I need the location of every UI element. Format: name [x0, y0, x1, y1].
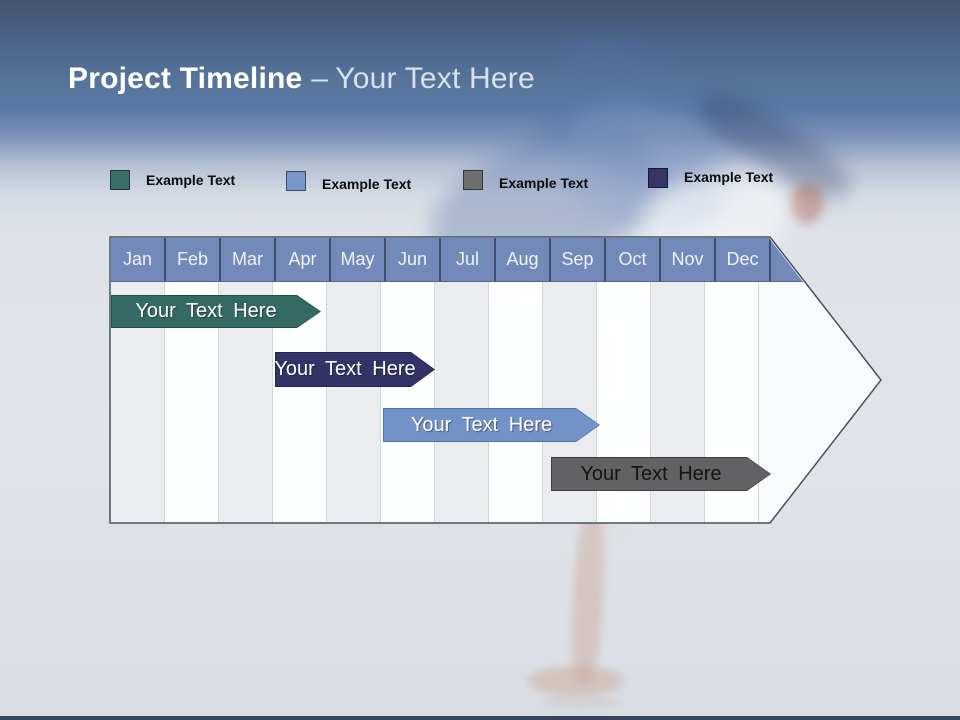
timeline-bar-fill: [384, 409, 599, 441]
slide-title[interactable]: Project Timeline–Your Text Here: [68, 60, 535, 98]
month-cell-oct: Oct: [606, 238, 661, 281]
month-stripe-aug: [489, 282, 543, 522]
month-cell-dec: Dec: [716, 238, 771, 281]
bottom-accent-strip: [0, 716, 960, 720]
timeline-bar-jan-apr[interactable]: Your Text Here: [111, 295, 321, 328]
legend-swatch-gray: [463, 170, 483, 190]
month-cell-nov: Nov: [661, 238, 716, 281]
month-cell-apr: Apr: [276, 238, 331, 281]
timeline-bar-jun-sep[interactable]: Your Text Here: [383, 408, 600, 442]
timeline-bar-label: Your Text Here: [274, 358, 416, 380]
background-photo-reflection: [540, 696, 622, 708]
background-photo-hand: [790, 183, 824, 223]
timeline-bar-sep-dec[interactable]: Your Text Here: [551, 457, 771, 491]
timeline-bar-fill: [112, 296, 320, 327]
legend-swatch-blue: [286, 171, 306, 191]
month-cell-jun: Jun: [386, 238, 441, 281]
timeline-bar-label: Your Text Here: [410, 413, 553, 436]
timeline-bar-apr-jun[interactable]: Your Text Here: [275, 352, 435, 387]
month-cell-jul: Jul: [441, 238, 496, 281]
legend-swatch-navy: [648, 168, 668, 188]
timeline-bar-fill: [276, 353, 434, 386]
legend-label: Example Text: [146, 172, 236, 188]
month-cell-aug: Aug: [496, 238, 551, 281]
legend-item-2[interactable]: Example Text: [286, 171, 411, 194]
background-photo-foot: [528, 666, 624, 696]
background-photo-arm: [690, 80, 860, 212]
background-photo-leg: [568, 511, 608, 685]
legend-label: Example Text: [684, 169, 774, 185]
title-primary: Project Timeline: [68, 62, 303, 95]
month-stripe-may: [327, 282, 381, 522]
legend-label: Example Text: [499, 175, 589, 191]
timeline-bar-fill: [552, 458, 770, 490]
legend-swatch-teal: [110, 170, 130, 190]
month-stripe-jul: [435, 282, 489, 522]
legend-item-1[interactable]: Example Text: [110, 170, 235, 190]
timeline-bar-label: Your Text Here: [135, 300, 277, 322]
month-cell-jan: Jan: [111, 238, 166, 281]
title-separator: –: [311, 62, 329, 95]
month-cell-sep: Sep: [551, 238, 606, 281]
month-cell-mar: Mar: [221, 238, 276, 281]
month-cell-may: May: [331, 238, 386, 281]
month-stripe-jun: [381, 282, 435, 522]
title-secondary: Your Text Here: [335, 62, 535, 95]
month-cell-feb: Feb: [166, 238, 221, 281]
legend-item-3[interactable]: Example Text: [463, 170, 588, 193]
legend-label: Example Text: [322, 176, 412, 192]
timeline-bar-label: Your Text Here: [580, 462, 722, 485]
legend-item-4[interactable]: Example Text: [648, 168, 773, 188]
